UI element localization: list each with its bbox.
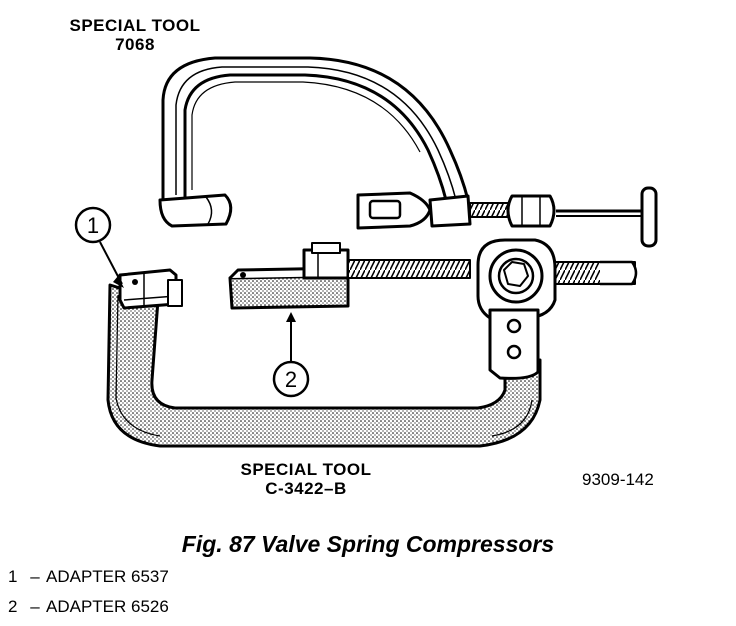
valve-spring-compressor-diagram: 1 2 (74, 56, 658, 448)
legend-item-text: ADAPTER 6526 (46, 597, 169, 616)
legend-item-number: 1 (8, 567, 18, 586)
legend-item-dash: – (30, 597, 40, 616)
adapter-6537 (118, 268, 183, 310)
special-tool-c3422b (106, 238, 638, 448)
tool-c3422b-label: SPECIAL TOOL C-3422–B (196, 460, 416, 498)
legend-item: 2–ADAPTER 6526 (8, 597, 169, 617)
callout-2-number: 2 (285, 367, 297, 392)
tool-7068-label: SPECIAL TOOL 7068 (30, 16, 240, 54)
legend-item: 1–ADAPTER 6537 (8, 567, 169, 587)
figure-caption: Fig. 87 Valve Spring Compressors (181, 531, 555, 557)
callout-1: 1 (74, 206, 124, 288)
tool-c3422b-label-line1: SPECIAL TOOL (240, 460, 372, 479)
callout-2: 2 (272, 312, 310, 398)
tool-7068-label-line2: 7068 (115, 35, 155, 54)
figure-reference-number: 9309-142 (582, 470, 654, 489)
legend-item-text: ADAPTER 6537 (46, 567, 169, 586)
adapter-6526 (228, 242, 350, 310)
special-tool-7068 (158, 56, 658, 248)
legend-item-number: 2 (8, 597, 18, 616)
tool-7068-label-line1: SPECIAL TOOL (69, 16, 201, 35)
legend-item-dash: – (30, 567, 40, 586)
callout-1-number: 1 (87, 213, 99, 238)
tool-c3422b-label-line2: C-3422–B (265, 479, 347, 498)
